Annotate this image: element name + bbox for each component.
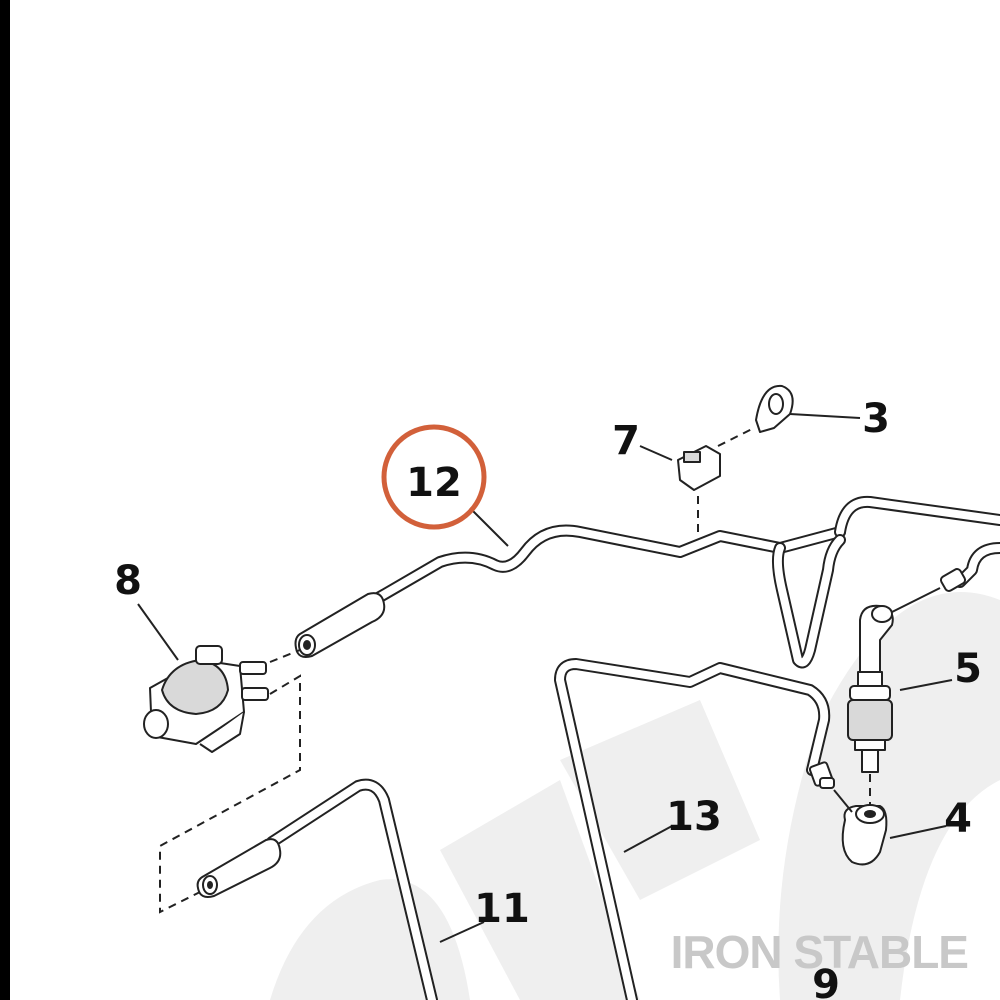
part-3-clamp[interactable] [755, 384, 861, 433]
watermark-shape-1 [270, 879, 470, 1000]
watermark-shape-4 [778, 592, 1000, 1000]
callout-11[interactable]: 11 [474, 886, 530, 932]
hose-13[interactable] [554, 658, 853, 1000]
callout-13[interactable]: 13 [666, 794, 722, 840]
hose-right-loop[interactable] [771, 495, 1000, 669]
part-7-clip[interactable] [639, 427, 755, 538]
hose-11[interactable] [196, 778, 485, 1000]
part-5-filter[interactable] [847, 604, 953, 806]
watermark-shapes [270, 592, 1000, 1000]
fitting-upper [891, 568, 967, 613]
watermark-shape-2 [440, 780, 640, 1000]
callout-12[interactable]: 12 [406, 460, 462, 506]
callout-9[interactable]: 9 [812, 962, 840, 1000]
watermark-shape-3 [560, 700, 760, 900]
callout-4[interactable]: 4 [944, 796, 972, 842]
part-4-elbow[interactable] [841, 804, 947, 866]
leader-12 [469, 507, 509, 547]
callout-5[interactable]: 5 [954, 646, 982, 692]
part-8-valve[interactable] [137, 603, 301, 914]
callout-8[interactable]: 8 [114, 558, 142, 604]
brand-watermark: IRON STABLE [671, 926, 968, 978]
hose-12[interactable] [294, 524, 846, 658]
callout-3[interactable]: 3 [862, 396, 890, 442]
callout-7[interactable]: 7 [612, 418, 640, 464]
left-edge-bar [0, 0, 10, 1000]
highlight-ring [381, 424, 487, 530]
